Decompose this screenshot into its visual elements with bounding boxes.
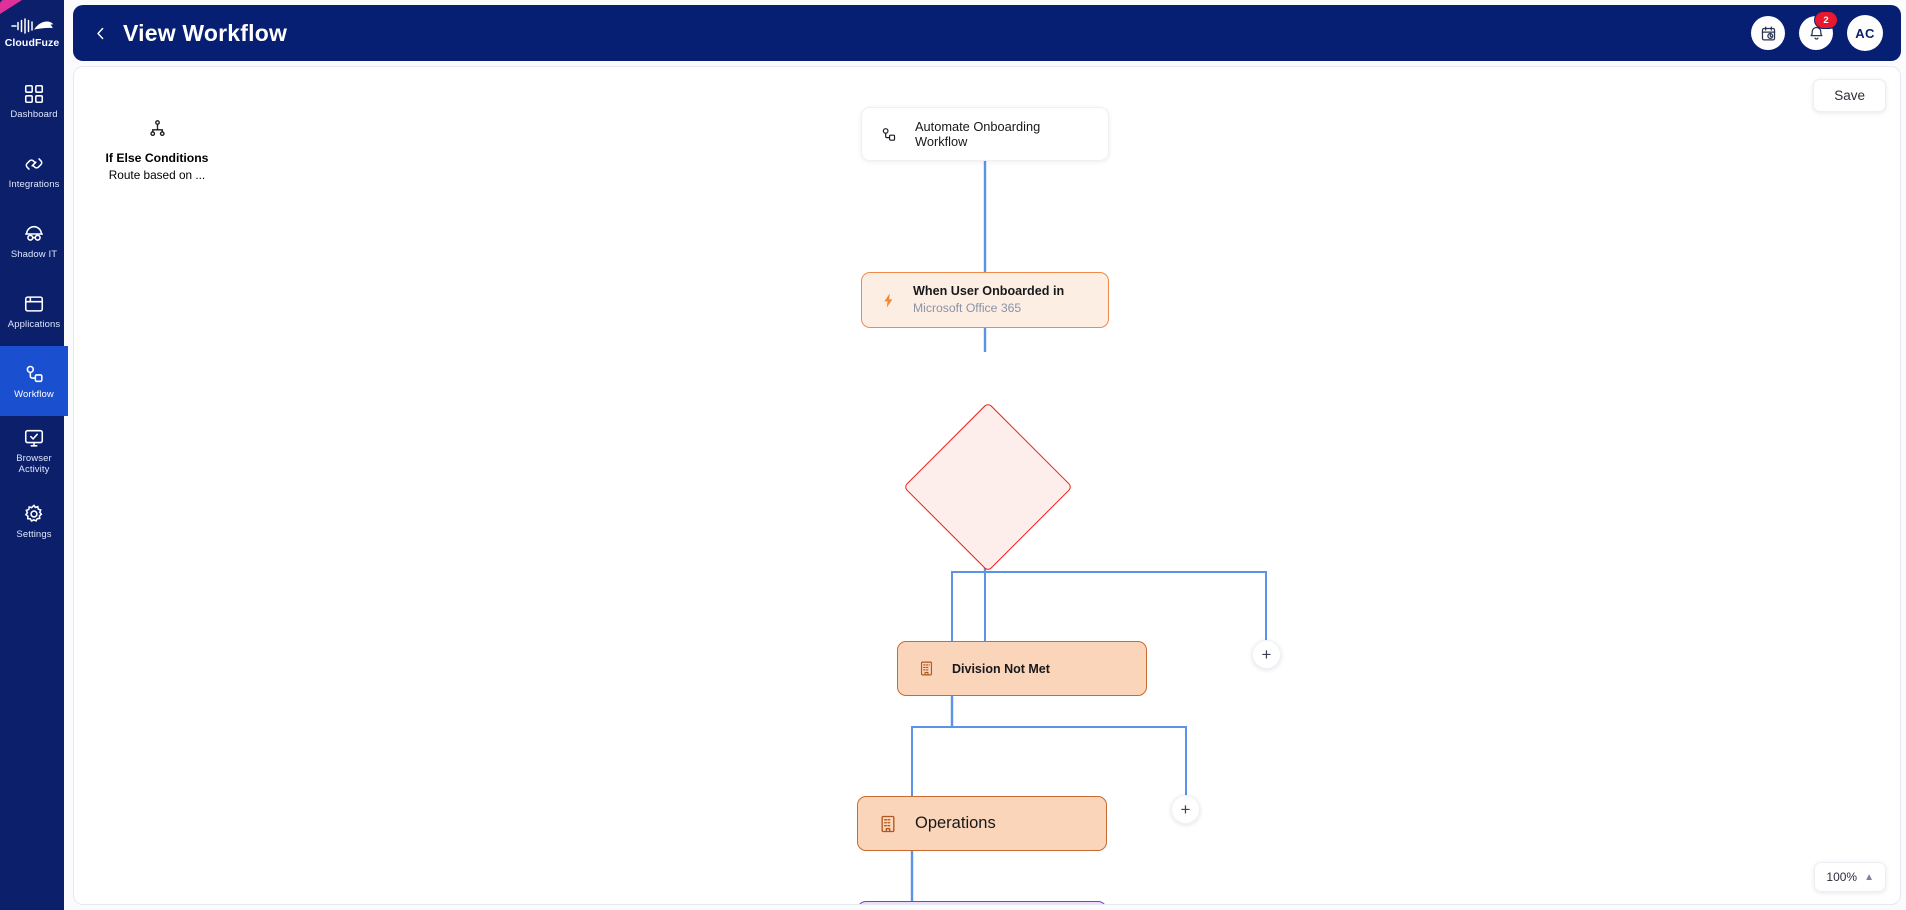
workflow-icon	[880, 126, 897, 143]
zoom-level-label: 100%	[1826, 870, 1858, 884]
sidebar-item-shadow-it[interactable]: Shadow IT	[0, 206, 68, 276]
sidebar-item-settings[interactable]: Settings	[0, 486, 68, 556]
sidebar-item-workflow[interactable]: Workflow	[0, 346, 68, 416]
window-icon	[24, 295, 44, 312]
notification-badge: 2	[1814, 11, 1838, 29]
add-node-button[interactable]: +	[1171, 795, 1200, 824]
zoom-control[interactable]: 100% ▲	[1814, 862, 1886, 892]
sidebar: CloudFuze Dashboard Integrations	[0, 0, 68, 910]
flow-node-text: Operations	[915, 814, 996, 833]
sidebar-item-label: Dashboard	[10, 108, 58, 120]
save-button[interactable]: Save	[1813, 79, 1886, 112]
flow-node-title: When User Onboarded in	[913, 284, 1065, 298]
avatar[interactable]: AC	[1847, 15, 1883, 51]
calendar-clock-icon	[1761, 25, 1775, 41]
gear-icon	[24, 503, 43, 522]
flow-node-title: Operations	[915, 814, 996, 832]
flow-node-text: Division Not Met	[952, 662, 1050, 676]
sidebar-nav: Dashboard Integrations Shadow IT	[0, 66, 68, 556]
chevron-up-icon: ▲	[1864, 871, 1874, 883]
notifications-button[interactable]: 2	[1799, 11, 1838, 50]
sidebar-item-browser-activity[interactable]: Browser Activity	[0, 416, 68, 486]
flow-node-operations[interactable]: Operations	[857, 796, 1107, 851]
sidebar-item-label: Integrations	[8, 178, 60, 190]
calendar-button[interactable]	[1751, 16, 1785, 50]
flow-node-start[interactable]: Automate Onboarding Workflow	[861, 107, 1109, 161]
flow-node-title: Division Not Met	[952, 661, 1050, 676]
sidebar-item-label: Shadow IT	[10, 248, 58, 260]
sidebar-item-label: Browser Activity	[16, 453, 52, 475]
building-icon	[918, 660, 935, 677]
add-node-button[interactable]: +	[1252, 640, 1281, 669]
flow-node-title: Automate Onboarding Workflow	[915, 119, 1041, 149]
flow-node-text: Automate Onboarding Workflow	[915, 119, 1090, 149]
flow-node-developer[interactable]: Developer	[857, 901, 1107, 904]
back-button[interactable]	[83, 16, 117, 50]
flow-node-subtitle: Route based on ...	[108, 167, 206, 182]
page-title: View Workflow	[123, 19, 288, 46]
sidebar-item-applications[interactable]: Applications	[0, 276, 68, 346]
spy-mask-icon	[24, 225, 44, 241]
brand-name: CloudFuze	[4, 36, 60, 49]
flow-node-trigger[interactable]: When User Onboarded in Microsoft Office …	[861, 272, 1109, 328]
sidebar-item-dashboard[interactable]: Dashboard	[0, 66, 68, 136]
flow-node-division-not-met[interactable]: Division Not Met	[897, 641, 1147, 696]
building-icon	[878, 814, 898, 834]
flow-node-text: If Else Conditions Route based on ...	[74, 67, 240, 233]
app-header: View Workflow 2 AC	[73, 5, 1901, 61]
sidebar-item-label: Workflow	[14, 388, 54, 400]
header-actions: 2 AC	[1751, 11, 1883, 51]
flow-node-text: When User Onboarded in Microsoft Office …	[913, 283, 1064, 317]
sidebar-item-integrations[interactable]: Integrations	[0, 136, 68, 206]
chevron-left-icon	[96, 27, 103, 39]
workflow-icon	[26, 365, 43, 382]
brand-logo[interactable]: CloudFuze	[0, 0, 64, 60]
cloudfuze-wave-logo-icon	[11, 17, 54, 34]
grid-icon	[24, 84, 44, 103]
monitor-check-icon	[24, 429, 44, 447]
flow-node-subtitle: Microsoft Office 365	[913, 301, 1022, 315]
lightning-bolt-icon	[880, 291, 897, 310]
sitemap-icon	[148, 119, 167, 143]
flow-node-title: If Else Conditions	[105, 150, 209, 165]
plug-link-icon	[25, 157, 43, 170]
workflow-canvas[interactable]: Save 100% ▲	[73, 66, 1901, 905]
sidebar-item-label: Applications	[7, 318, 61, 330]
flow-stage: Automate Onboarding Workflow When User O…	[74, 67, 1900, 904]
sidebar-item-label: Settings	[16, 528, 52, 540]
bell-icon	[1809, 26, 1823, 40]
flow-node-condition[interactable]: If Else Conditions Route based on ...	[74, 67, 1073, 572]
